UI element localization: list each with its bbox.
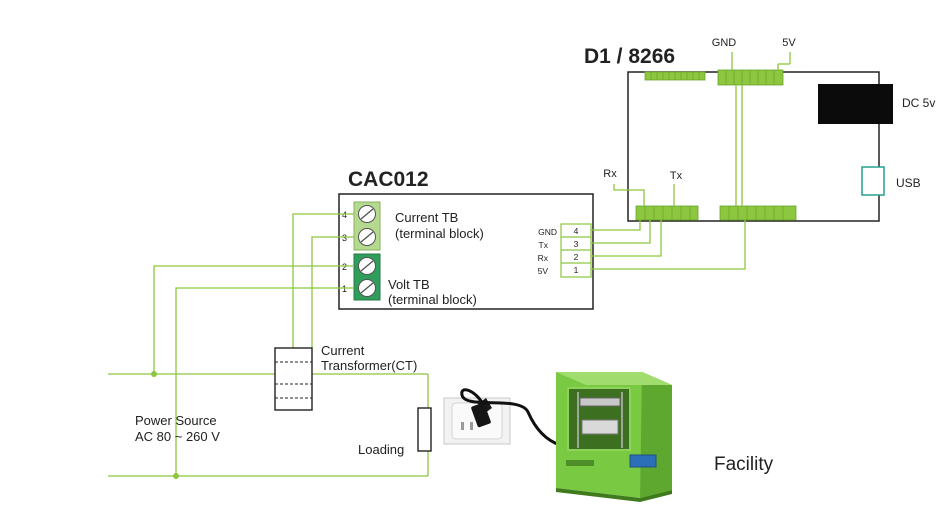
terminal-number: 4: [342, 210, 347, 220]
board-top-left-header: [644, 71, 706, 81]
load-resistor: [417, 407, 432, 452]
ct-label: Current: [321, 343, 365, 358]
pin-name: Tx: [539, 240, 549, 250]
tx-label: Tx: [670, 170, 683, 182]
pin-number: 3: [574, 239, 579, 249]
terminal-number: 1: [342, 284, 347, 294]
gnd-label: GND: [712, 37, 737, 49]
serial-connector: 4 3 2 1 GND Tx Rx 5V: [538, 223, 592, 278]
wall-outlet-icon: [443, 388, 561, 447]
terminal-number: 3: [342, 233, 347, 243]
3d-printer-icon: [556, 372, 672, 502]
pin-name: 5V: [538, 266, 549, 276]
serial-wires: [591, 85, 746, 270]
power-source-sublabel: AC 80 ~ 260 V: [135, 429, 220, 444]
current-transformer: [274, 347, 313, 411]
facility-label: Facility: [714, 454, 774, 475]
pin-number: 1: [574, 265, 579, 275]
dc-5v-label: DC 5v: [902, 96, 935, 110]
junction-dot: [151, 371, 157, 377]
cac012-module: CAC012 4 3 2 1 Current TB (terminal bloc…: [338, 168, 594, 310]
pin-name: Rx: [538, 253, 549, 263]
ct-sublabel: Transformer(CT): [321, 358, 417, 373]
current-tb-sublabel: (terminal block): [395, 226, 484, 241]
board-bottom-right-header: [719, 205, 797, 221]
dc-jack: [818, 84, 893, 124]
usb-label: USB: [896, 176, 921, 190]
pin-number: 2: [574, 252, 579, 262]
board-top-header: [717, 69, 784, 86]
volt-tb-label: Volt TB: [388, 277, 430, 292]
ac-wiring: [108, 213, 429, 477]
volt-tb-sublabel: (terminal block): [388, 292, 477, 307]
junction-dot: [173, 473, 179, 479]
pin-name: GND: [538, 227, 557, 237]
rx-label: Rx: [603, 168, 617, 180]
power-source-label: Power Source: [135, 413, 217, 428]
board-bottom-left-header: [635, 205, 699, 221]
board-title: D1 / 8266: [584, 45, 675, 68]
5v-label: 5V: [782, 37, 796, 49]
terminal-number: 2: [342, 262, 347, 272]
loading-label: Loading: [358, 442, 404, 457]
module-title: CAC012: [348, 168, 429, 191]
current-tb-label: Current TB: [395, 210, 458, 225]
d1-8266-board: GND 5V D1 / 8266 DC 5v USB: [584, 37, 935, 222]
usb-port: [861, 166, 885, 196]
pin-number: 4: [574, 226, 579, 236]
